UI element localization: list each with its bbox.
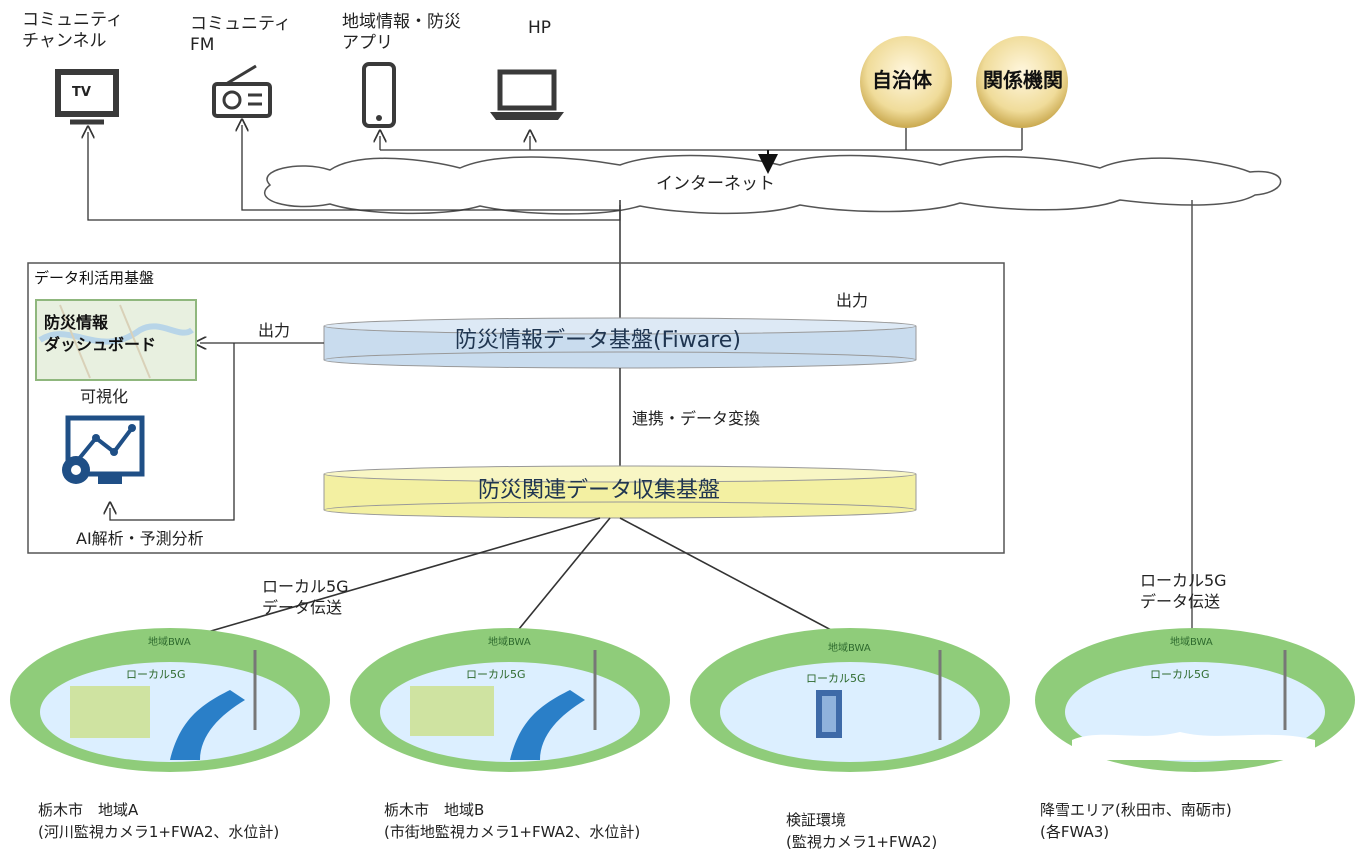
area-a-caption-1: 栃木市 地域A [38, 801, 139, 819]
area-c-l5g-label: ローカル5G [806, 672, 866, 685]
laptop-icon [490, 69, 564, 120]
area-c-caption-1: 検証環境 [786, 811, 847, 829]
dashboard-thumbnail [35, 299, 197, 381]
org-municipality-label: 自治体 [872, 68, 932, 92]
internet-label: インターネット [656, 174, 775, 194]
area-d-l5g-label: ローカル5G [1150, 668, 1210, 681]
visualization-icon [62, 415, 145, 484]
area-b-bwa-label: 地域BWA [488, 637, 531, 648]
area-a-bwa-label: 地域BWA [148, 637, 191, 648]
tv-icon [55, 69, 119, 125]
area-a-caption-2: (河川監視カメラ1+FWA2、水位計) [38, 823, 280, 841]
area-c-bwa-label: 地域BWA [828, 643, 871, 654]
area-a-l5g-label: ローカル5G [126, 668, 186, 681]
fiware-label: 防災情報データ基盤(Fiware) [455, 328, 741, 353]
area-c-caption-2: (監視カメラ1+FWA2) [786, 833, 938, 851]
area-d-caption-1: 降雪エリア(秋田市、南砺市) [1040, 801, 1232, 819]
channel-label-fm: コミュニティ FM [190, 14, 291, 55]
area-b-l5g-label: ローカル5G [466, 668, 526, 681]
smartphone-icon [362, 62, 396, 128]
channel-label-app: 地域情報・防災 アプリ [342, 12, 461, 53]
area-c [690, 628, 1010, 772]
output-left-label: 出力 [258, 321, 291, 340]
platform-frame [27, 262, 1005, 554]
collect-label: 防災関連データ収集基盤 [478, 478, 721, 503]
orb-municipality [860, 36, 952, 128]
platform-frame-label: データ利活用基盤 [34, 269, 155, 287]
local5g-right-label: ローカル5G データ伝送 [1140, 571, 1227, 611]
radio-icon [212, 64, 272, 118]
collect-disk [323, 465, 917, 519]
orb-agencies [976, 36, 1068, 128]
area-b-caption-1: 栃木市 地域B [384, 801, 485, 819]
channel-lines [88, 125, 1023, 221]
area-d-caption-2: (各FWA3) [1040, 823, 1110, 841]
area-a [10, 628, 330, 772]
area-b-caption-2: (市街地監視カメラ1+FWA2、水位計) [384, 823, 641, 841]
local5g-left-label: ローカル5G データ伝送 [262, 577, 349, 617]
dashboard-label: 防災情報 ダッシュボード [44, 313, 157, 354]
channel-label-tv: コミュニティ チャンネル [22, 10, 123, 51]
channel-label-hp: HP [528, 18, 552, 38]
fiware-disk [323, 317, 917, 369]
output-top-label: 出力 [836, 291, 869, 310]
area-b [350, 628, 670, 772]
link-label: 連携・データ変換 [632, 409, 761, 428]
ai-label: AI解析・予測分析 [76, 529, 204, 548]
area-d [1035, 628, 1355, 772]
local5g-lines [179, 517, 851, 641]
tv-icon-text: TV [72, 85, 91, 100]
org-agencies-label: 関係機関 [983, 68, 1063, 92]
area-d-bwa-label: 地域BWA [1170, 637, 1213, 648]
visualization-label: 可視化 [80, 387, 129, 406]
internet-cloud [263, 154, 1282, 215]
